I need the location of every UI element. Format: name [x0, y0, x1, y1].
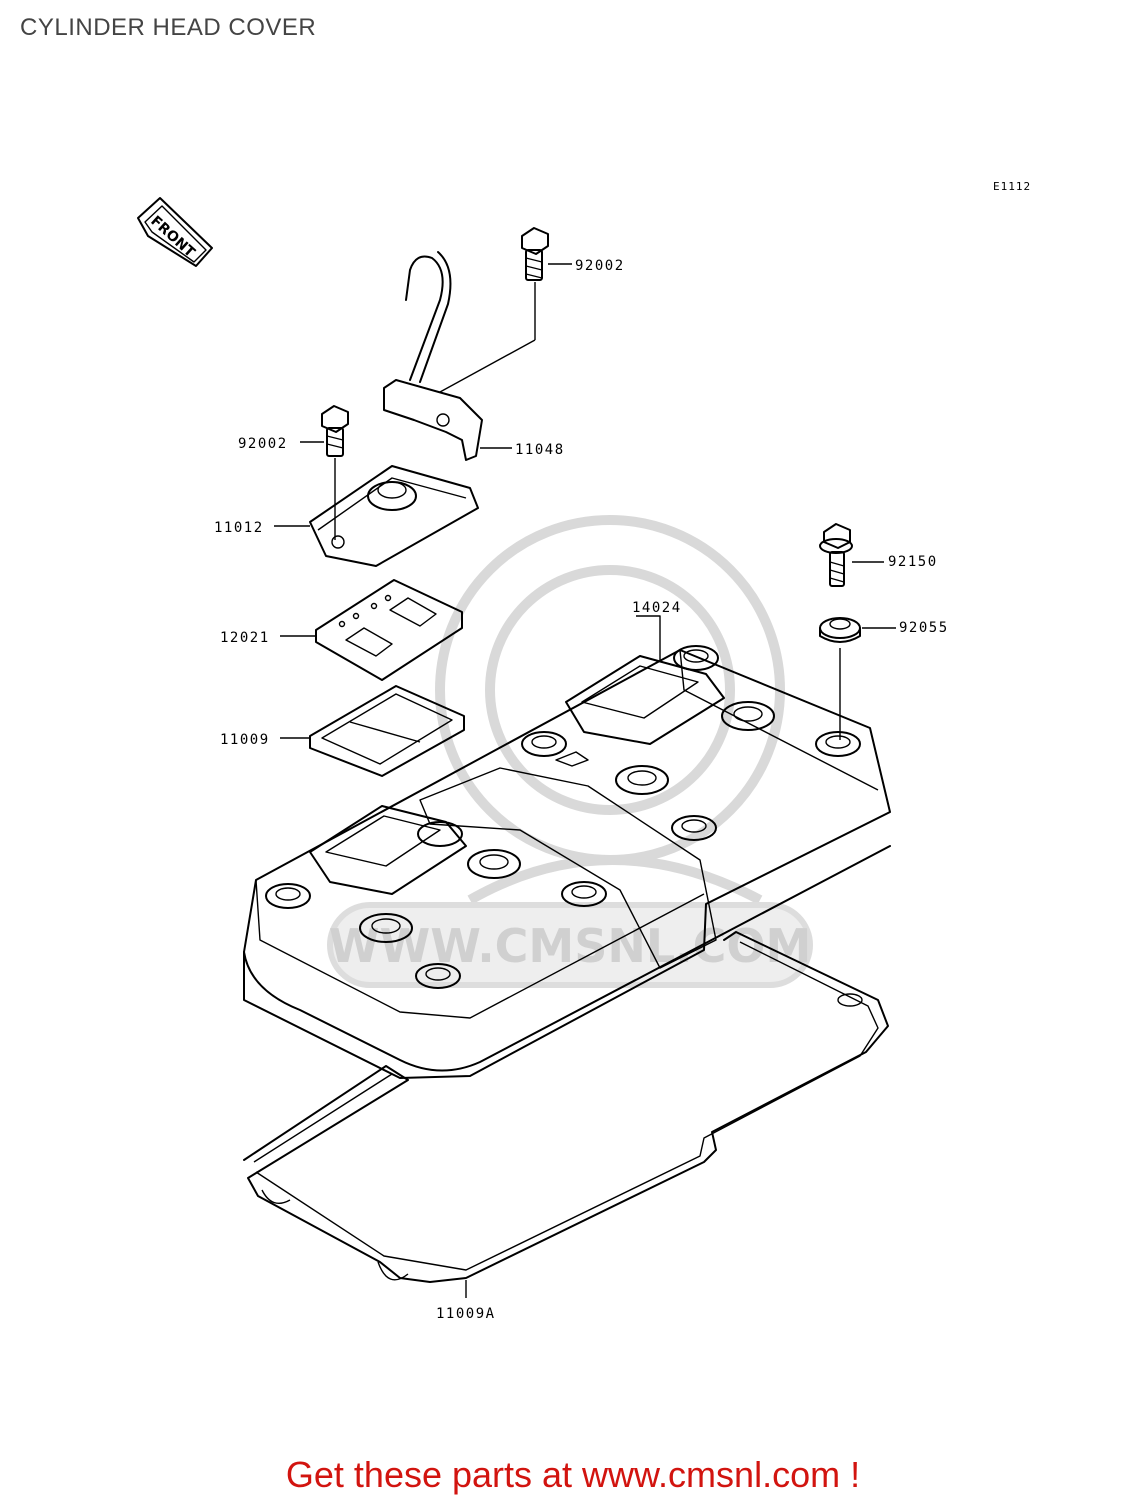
bolt-right — [819, 523, 853, 587]
bolt-left — [321, 405, 349, 540]
bolt-top — [521, 227, 549, 340]
part-label-92055: 92055 — [899, 620, 949, 636]
part-label-92150: 92150 — [888, 554, 938, 570]
gasket-large — [243, 931, 889, 1283]
front-label: FRONT — [147, 213, 198, 261]
watermark-logo: WWW.CMSNL.COM — [327, 515, 813, 988]
part-label-14024: 14024 — [632, 600, 682, 616]
bracket — [383, 251, 536, 461]
grommet — [819, 617, 861, 740]
front-arrow-icon: FRONT — [137, 197, 213, 267]
reference-code: E1112 — [993, 180, 1031, 193]
cap — [309, 465, 479, 567]
gasket-small — [309, 685, 465, 777]
parts-diagram: WWW.CMSNL.COM E1112 FRONT 92002 11048 92… — [137, 180, 1031, 1322]
part-label-92002-top: 92002 — [575, 258, 625, 274]
part-label-11009A: 11009A — [436, 1306, 496, 1322]
part-label-11012: 11012 — [214, 520, 264, 536]
plate — [315, 579, 463, 681]
cylinder-head-cover — [243, 645, 891, 1079]
part-label-11009: 11009 — [220, 732, 270, 748]
part-label-11048: 11048 — [515, 442, 565, 458]
page-title: CYLINDER HEAD COVER — [20, 14, 317, 41]
watermark-text: WWW.CMSNL.COM — [329, 919, 812, 973]
part-label-12021: 12021 — [220, 630, 270, 646]
footer-link[interactable]: Get these parts at www.cmsnl.com ! — [285, 1454, 861, 1495]
part-label-92002-left: 92002 — [238, 436, 288, 452]
